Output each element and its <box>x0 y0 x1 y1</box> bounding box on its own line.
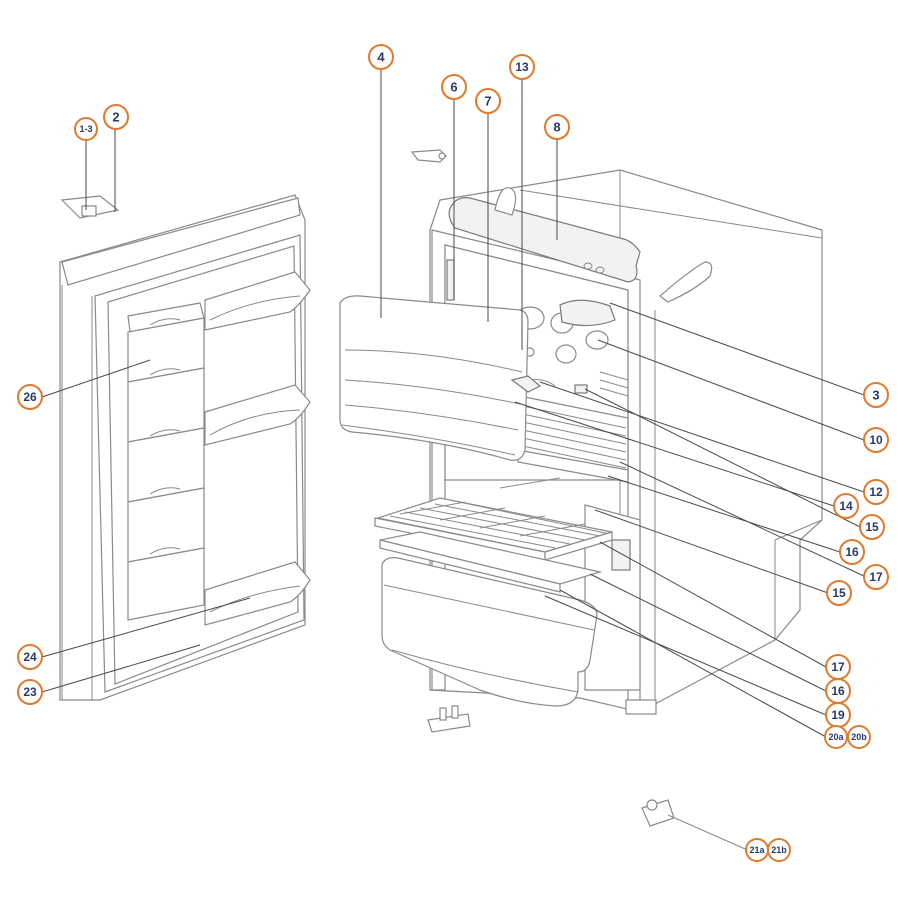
callout-15-upper: 15 <box>859 514 885 540</box>
callout-21a: 21a <box>745 838 769 862</box>
callout-16-lower: 16 <box>825 678 851 704</box>
callout-17-lower: 17 <box>825 654 851 680</box>
callout-3: 3 <box>863 382 889 408</box>
callout-19: 19 <box>825 702 851 728</box>
callout-label: 12 <box>869 485 883 499</box>
callout-15-lower: 15 <box>826 580 852 606</box>
callout-label: 13 <box>515 60 529 74</box>
callout-label: 15 <box>832 586 846 600</box>
callout-label: 14 <box>839 499 853 513</box>
callout-16-upper: 16 <box>839 539 865 565</box>
callout-label: 16 <box>831 684 845 698</box>
callout-6: 6 <box>441 74 467 100</box>
callout-label: 21b <box>771 845 787 855</box>
callout-17-upper: 17 <box>863 564 889 590</box>
callout-label: 23 <box>23 685 37 699</box>
fridge-door <box>59 194 311 701</box>
leader-lines <box>41 69 867 738</box>
lower-wire-shelf <box>374 497 613 561</box>
crisper-lid <box>379 531 603 593</box>
callout-label: 8 <box>553 120 560 135</box>
callout-20a: 20a <box>824 725 848 749</box>
callout-label: 10 <box>869 433 883 447</box>
callout-24: 24 <box>17 644 43 670</box>
callout-label: 4 <box>377 50 385 65</box>
callout-label: 20b <box>851 732 867 742</box>
callout-label: 17 <box>831 660 845 674</box>
callout-label: 26 <box>23 390 37 404</box>
callout-26: 26 <box>17 384 43 410</box>
latch-part <box>410 149 447 163</box>
callout-label: 24 <box>23 650 37 664</box>
callout-label: 7 <box>484 94 491 109</box>
callout-label: 17 <box>869 570 883 584</box>
callout-1-3: 1-3 <box>74 117 98 141</box>
crisper-bin <box>381 557 598 707</box>
thermostat-sensor-part <box>641 799 753 853</box>
callout-label: 20a <box>828 732 844 742</box>
door-small-bins <box>127 302 205 621</box>
hinge-part-lower <box>427 705 471 733</box>
callout-label: 21a <box>749 845 765 855</box>
callout-label: 19 <box>831 708 845 722</box>
callout-14: 14 <box>833 493 859 519</box>
callout-label: 2 <box>112 110 119 125</box>
callout-label: 1-3 <box>79 124 92 134</box>
callout-13: 13 <box>509 54 535 80</box>
callout-label: 6 <box>450 80 457 95</box>
callout-12: 12 <box>863 479 889 505</box>
callout-10: 10 <box>863 427 889 453</box>
freezer-door-panel <box>339 295 542 461</box>
callout-label: 15 <box>865 520 879 534</box>
callout-8: 8 <box>544 114 570 140</box>
callout-21b: 21b <box>767 838 791 862</box>
callout-7: 7 <box>475 88 501 114</box>
callout-20b: 20b <box>847 725 871 749</box>
callout-4: 4 <box>368 44 394 70</box>
callout-23: 23 <box>17 679 43 705</box>
door-large-shelves <box>204 271 311 626</box>
callout-2: 2 <box>103 104 129 130</box>
callout-label: 3 <box>872 388 879 403</box>
callout-label: 16 <box>845 545 859 559</box>
top-hinge-part <box>60 195 120 219</box>
